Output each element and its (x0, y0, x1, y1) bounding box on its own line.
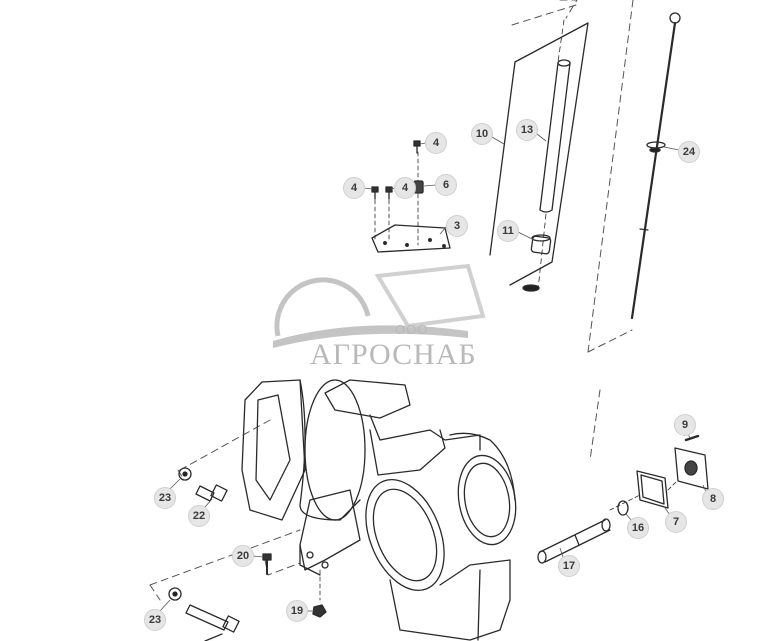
callout: 20 (232, 545, 254, 567)
callout: 16 (627, 517, 649, 539)
callout: 10 (471, 123, 493, 145)
screw-4 (371, 140, 421, 200)
callout: 23 (154, 487, 176, 509)
bolt-23-lower (168, 587, 240, 641)
callout: 4 (394, 177, 416, 199)
callout: 22 (188, 505, 210, 527)
callout: 8 (702, 488, 724, 510)
nut-19 (312, 604, 327, 618)
callout: 13 (516, 119, 538, 141)
callout: 19 (286, 600, 308, 622)
bolt-22 (195, 484, 228, 502)
gasket-7 (636, 470, 669, 509)
dipstick-tube (539, 59, 571, 213)
assembly-dashed-frame (149, 0, 634, 601)
fitting-11 (522, 234, 552, 292)
washer-23-upper (178, 467, 192, 481)
callout: 4 (425, 132, 447, 154)
shaft-17 (537, 518, 611, 564)
screw-20 (262, 553, 272, 575)
callout: 11 (497, 220, 519, 242)
callout: 4 (343, 177, 365, 199)
callout: 7 (665, 511, 687, 533)
callout: 6 (435, 174, 457, 196)
dipstick-guide-plate (489, 22, 589, 286)
cover-8 (674, 447, 709, 490)
dipstick-24 (630, 12, 681, 320)
bracket-plate-3 (371, 224, 451, 253)
watermark-prefix: ООО (395, 322, 429, 337)
callout: 17 (558, 555, 580, 577)
callout: 24 (678, 141, 700, 163)
o-ring-16 (617, 500, 629, 516)
callout: 9 (674, 414, 696, 436)
callout: 3 (446, 215, 468, 237)
watermark-company: АГРОСНАБ (310, 338, 477, 371)
screw-9 (684, 434, 700, 442)
transmission-housing (241, 379, 517, 641)
callout: 23 (144, 609, 166, 631)
